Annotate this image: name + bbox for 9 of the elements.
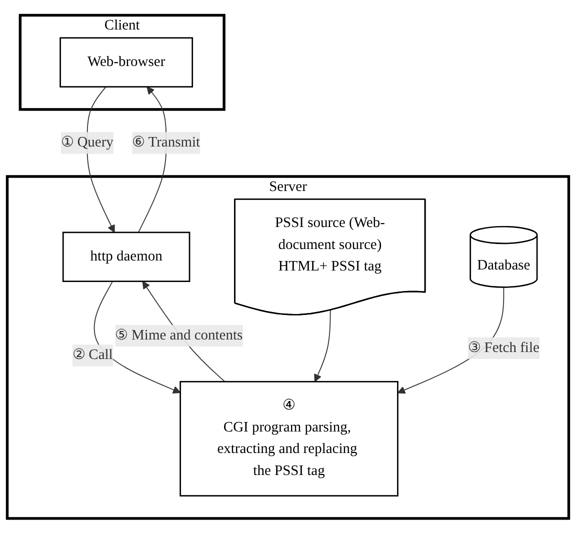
node-box: Web-browser [60, 36, 194, 88]
edge-label: ⑥ Transmit [132, 134, 200, 150]
edge-label: ② Call [72, 346, 113, 362]
arrow [314, 310, 331, 382]
edge-label: ⑤ Mime and contents [115, 327, 243, 343]
node-box: http daemon [62, 231, 190, 282]
edge-label: ① Query [60, 134, 114, 150]
edge-label: ③ Fetch file [468, 340, 540, 356]
node-box: ④ CGI program parsing, extracting and replacing the PSSI tag [180, 380, 398, 496]
